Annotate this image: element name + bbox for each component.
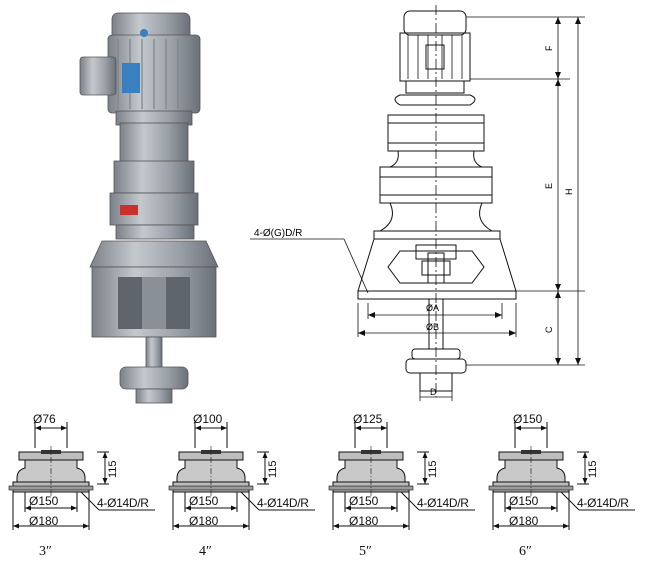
flange-top-diameter: Ø76: [33, 412, 56, 426]
flange-outer-diameter: Ø180: [189, 514, 219, 528]
flange-drawing: [328, 422, 475, 530]
flange-outer-diameter: Ø180: [509, 514, 539, 528]
dim-h-label: H: [564, 189, 574, 196]
dim-b-label: ØB: [426, 322, 439, 332]
flange-inner-diameter: Ø150: [509, 494, 539, 508]
flange-height: 115: [427, 460, 439, 478]
flange-size-label: 6″: [519, 544, 532, 559]
flange-drawing: [8, 422, 155, 530]
dim-a-label: ØA: [426, 303, 439, 313]
dim-d-label: D: [430, 387, 437, 397]
flange-outer-diameter: Ø180: [349, 514, 379, 528]
flange-top-diameter: Ø125: [353, 412, 383, 426]
flange-inner-diameter: Ø150: [29, 494, 59, 508]
flange-size-label: 4″: [199, 544, 212, 559]
main-dimension-drawing: F E H C ØA ØB D 4-Ø(G)D/R: [250, 5, 585, 401]
flange-size-label: 5″: [359, 544, 372, 559]
flange-inner-diameter: Ø150: [189, 494, 219, 508]
flange-inner-diameter: Ø150: [349, 494, 379, 508]
flange-hole-spec: 4-Ø14D/R: [577, 496, 629, 510]
flange-outer-diameter: Ø180: [29, 514, 59, 528]
dim-c-label: C: [544, 326, 554, 333]
flange-hole-spec: 4-Ø14D/R: [97, 496, 149, 510]
flange-size-label: 3″: [39, 544, 52, 559]
dim-f-label: F: [544, 45, 554, 51]
product-photo: [79, 12, 219, 404]
flange-height: 115: [267, 460, 279, 478]
flange-height: 115: [107, 460, 119, 478]
flange-hole-spec: 4-Ø14D/R: [417, 496, 469, 510]
flange-top-diameter: Ø150: [513, 412, 543, 426]
flange-height: 115: [587, 460, 599, 478]
dim-e-label: E: [544, 183, 554, 189]
flange-top-diameter: Ø100: [193, 412, 223, 426]
flange-drawing: [168, 422, 315, 530]
flange-drawing: [488, 422, 635, 530]
flange-hole-spec: 4-Ø14D/R: [257, 496, 309, 510]
mounting-hole-callout: 4-Ø(G)D/R: [254, 228, 302, 239]
